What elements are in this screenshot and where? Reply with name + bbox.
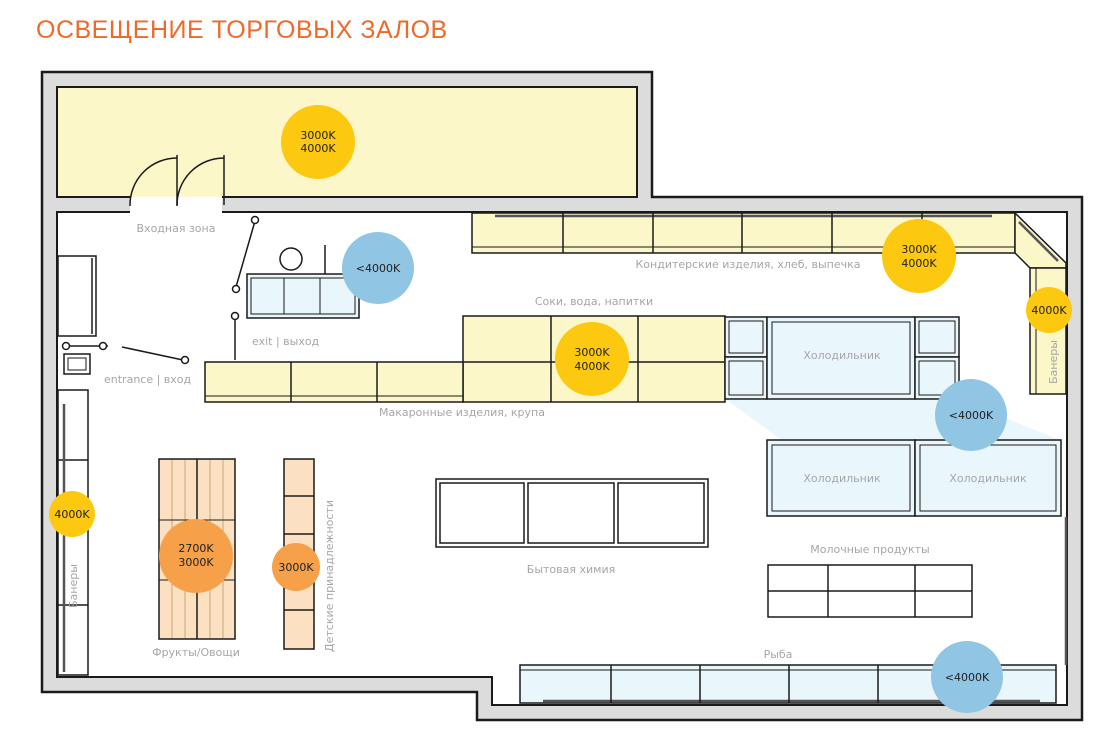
label-entry-zone: Входная зона (137, 222, 216, 235)
label-pasta: Макаронные изделия, крупа (379, 406, 545, 419)
label-fridge-3: Холодильник (949, 472, 1027, 485)
light-bubble-fridges: <4000K (935, 379, 1007, 451)
light-bubble-confectionery: 3000K 4000K (882, 219, 956, 293)
label-juices: Соки, вода, напитки (535, 295, 653, 308)
svg-text:4000K: 4000K (1031, 304, 1067, 317)
left-cabinet (57, 255, 97, 337)
light-bubble-vestibule: 3000K 4000K (281, 105, 355, 179)
page-title: ОСВЕЩЕНИЕ ТОРГОВЫХ ЗАЛОВ (36, 16, 448, 44)
light-bubble-juices: 3000K 4000K (555, 322, 629, 396)
svg-text:<4000K: <4000K (945, 671, 990, 684)
svg-text:2700K: 2700K (178, 542, 214, 555)
label-kids: Детские принадлежности (323, 500, 336, 652)
light-bubble-fish: <4000K (931, 641, 1003, 713)
label-household: Бытовая химия (527, 563, 615, 576)
fridge-row-bottom (766, 439, 1062, 517)
light-bubble-fruits: 2700K 3000K (159, 519, 233, 593)
doorway (130, 196, 222, 214)
light-bubble-kids: 3000K (272, 543, 320, 591)
svg-text:3000K: 3000K (901, 243, 937, 256)
pasta-shelf (204, 361, 464, 403)
svg-text:4000K: 4000K (54, 508, 90, 521)
svg-text:<4000K: <4000K (356, 262, 401, 275)
svg-text:<4000K: <4000K (949, 409, 994, 422)
svg-text:4000K: 4000K (901, 257, 937, 270)
light-bubble-left-banner: 4000K (49, 491, 95, 537)
household-shelf (435, 478, 709, 548)
light-bubble-exit: <4000K (342, 232, 414, 304)
label-entrance: entrance | вход (104, 373, 192, 386)
label-exit: exit | выход (252, 335, 320, 348)
svg-text:3000K: 3000K (178, 556, 214, 569)
svg-text:3000K: 3000K (300, 129, 336, 142)
label-fruits: Фрукты/Овощи (152, 646, 240, 659)
light-bubble-right-banner: 4000K (1026, 287, 1072, 333)
exit-freezer (246, 245, 360, 319)
label-confectionery: Кондитерские изделия, хлеб, выпечка (635, 258, 860, 271)
label-banners-left: Банеры (67, 564, 80, 608)
label-fish: Рыба (764, 648, 793, 661)
svg-text:4000K: 4000K (300, 142, 336, 155)
svg-text:4000K: 4000K (574, 360, 610, 373)
svg-text:3000K: 3000K (574, 346, 610, 359)
dairy-shelf (767, 564, 973, 618)
column-circle (279, 247, 303, 271)
svg-text:3000K: 3000K (278, 561, 314, 574)
label-fridge-2: Холодильник (803, 472, 881, 485)
turnstiles (61, 215, 260, 365)
label-fridge-1: Холодильник (803, 349, 881, 362)
corner-shelf (1014, 211, 1067, 269)
label-banners-right: Банеры (1047, 340, 1060, 384)
vestibule-doors (129, 155, 225, 207)
fridge-row-top (724, 316, 960, 400)
label-dairy: Молочные продукты (810, 543, 929, 556)
